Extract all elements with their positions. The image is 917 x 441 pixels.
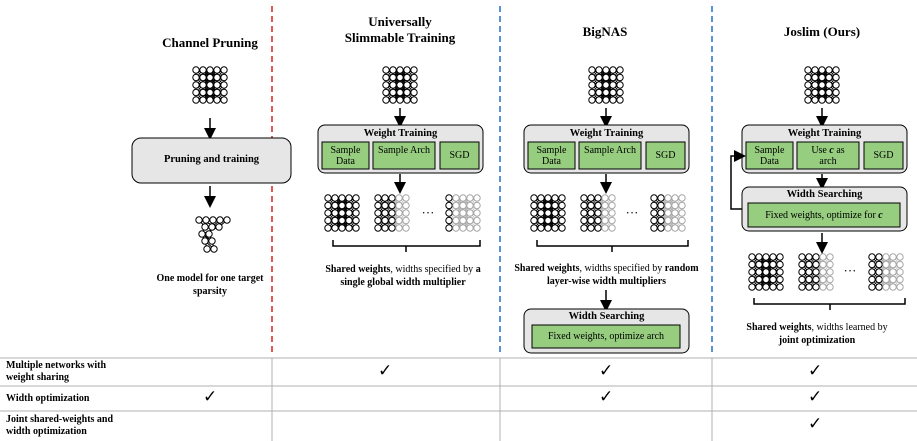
bignas-ellipsis: ··· — [625, 205, 639, 220]
column-title-bignas: BigNAS — [582, 24, 628, 39]
bignas-weight-training-label: Weight Training — [569, 128, 644, 139]
comparison-table-grid — [0, 357, 917, 441]
brace — [536, 240, 689, 252]
neural-network-icon — [588, 66, 624, 104]
us-sample-data: Sample Data — [330, 145, 361, 167]
us-sample-arch: Sample Arch — [378, 145, 430, 156]
neural-network-icon — [868, 253, 904, 291]
bignas-width-search-label: Width Searching — [568, 311, 645, 322]
neural-network-icon — [650, 194, 686, 232]
bignas-sample-data: Sample Data — [536, 145, 567, 167]
pruning-training-box — [131, 137, 292, 184]
neural-network-icon — [374, 194, 410, 232]
us-sgd: SGD — [449, 150, 470, 161]
brace — [332, 240, 481, 252]
pruned-network-icon — [195, 216, 231, 253]
bignas-sample-arch: Sample Arch — [584, 145, 636, 156]
neural-network-icon — [192, 66, 228, 104]
checkmark-icon: ✓ — [808, 361, 823, 381]
bignas-sgd: SGD — [655, 150, 676, 161]
checkmark-icon: ✓ — [599, 387, 614, 407]
row-label-width-optimization: Width optimization — [6, 393, 90, 404]
joslim-search-text: Fixed weights, optimize for c — [765, 210, 883, 221]
neural-network-icon — [382, 66, 418, 104]
checkmark-icon: ✓ — [203, 387, 218, 407]
step-pruning-training: Pruning and training — [163, 154, 260, 165]
feedback-loop-arrow — [730, 150, 746, 210]
joslim-width-search-label: Width Searching — [786, 189, 863, 200]
joslim-weight-training-label: Weight Training — [787, 128, 862, 139]
bignas-search-text: Fixed weights, optimize arch — [547, 331, 665, 342]
neural-network-icon — [445, 194, 481, 232]
checkmark-icon: ✓ — [378, 361, 393, 381]
column-title-joslim: Joslim (Ours) — [783, 24, 861, 39]
caption-bignas: Shared weights, widths specified by rand… — [514, 263, 699, 287]
neural-network-icon — [580, 194, 616, 232]
neural-network-icon — [804, 66, 840, 104]
neural-network-icon — [530, 194, 566, 232]
neural-network-icon — [324, 194, 360, 232]
column-title-channel-pruning: Channel Pruning — [162, 35, 258, 50]
us-ellipsis: ··· — [421, 205, 435, 220]
checkmark-icon: ✓ — [808, 387, 823, 407]
neural-network-icon — [748, 253, 784, 291]
us-weight-training-label: Weight Training — [363, 128, 438, 139]
joslim-ellipsis: ··· — [843, 263, 857, 278]
brace — [753, 298, 906, 310]
checkmark-icon: ✓ — [599, 361, 614, 381]
checkmark-icon: ✓ — [808, 414, 823, 434]
neural-network-icon — [798, 253, 834, 291]
joslim-sgd: SGD — [873, 150, 894, 161]
caption-channel-pruning: One model for one target sparsity — [156, 273, 264, 297]
joslim-sample-data: Sample Data — [754, 145, 785, 167]
